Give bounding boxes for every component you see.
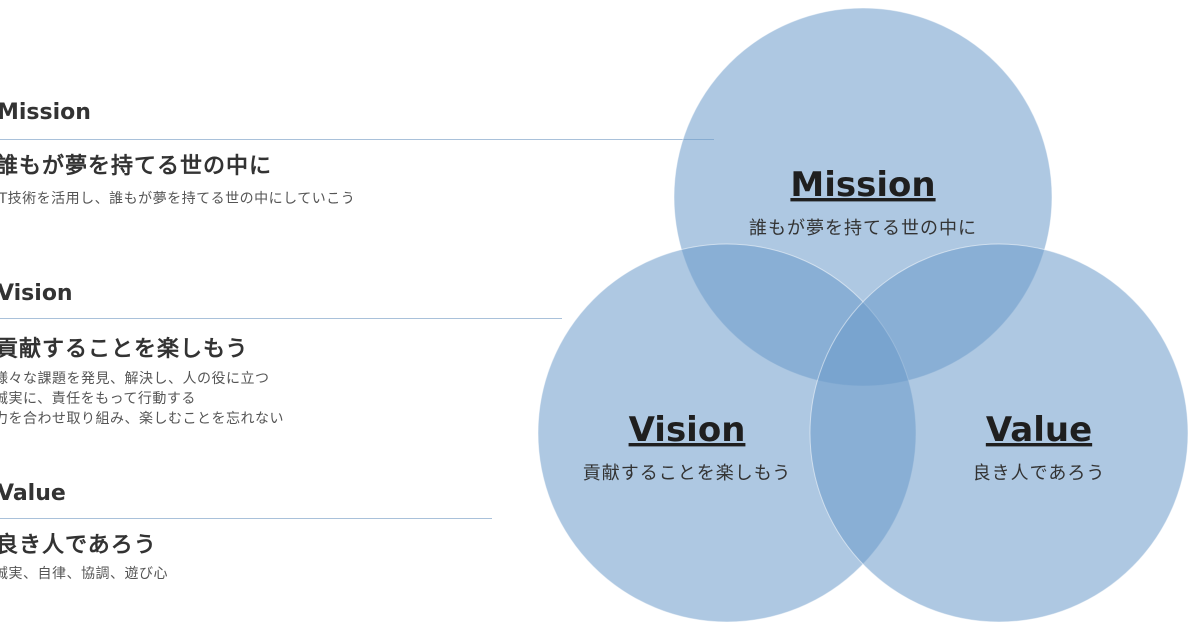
mission-circle-text: 誰もが夢を持てる世の中に	[749, 218, 977, 239]
vision-heading: Vision	[0, 281, 73, 306]
value-description: 誠実、自律、協調、遊び心	[0, 564, 168, 584]
value-circle-label: Value	[986, 410, 1092, 450]
mission-heading: Mission	[0, 100, 91, 125]
value-circle	[809, 243, 1189, 623]
mission-divider	[0, 139, 714, 140]
value-divider	[0, 518, 492, 519]
vision-circle-text: 貢献することを楽しもう	[583, 463, 791, 484]
vision-description: 様々な課題を発見、解決し、人の役に立つ 誠実に、責任をもって行動する 力を合わせ…	[0, 369, 284, 429]
value-circle-text: 良き人であろう	[973, 463, 1106, 484]
vision-divider	[0, 318, 562, 319]
value-heading: Value	[0, 481, 66, 506]
mission-line: IT技術を活用し、誰もが夢を持てる世の中にしていこう	[0, 191, 356, 207]
mission-circle-label: Mission	[790, 165, 935, 205]
mission-description: IT技術を活用し、誰もが夢を持てる世の中にしていこう	[0, 189, 355, 209]
mission-title: 誰もが夢を持てる世の中に	[0, 154, 273, 179]
value-line: 誠実、自律、協調、遊び心	[0, 566, 168, 582]
vision-line: 力を合わせ取り組み、楽しむことを忘れない	[0, 411, 284, 427]
value-title: 良き人であろう	[0, 533, 157, 558]
vision-line: 様々な課題を発見、解決し、人の役に立つ	[0, 371, 270, 387]
vision-line: 誠実に、責任をもって行動する	[0, 391, 196, 407]
vision-title: 貢献することを楽しもう	[0, 337, 249, 362]
vision-circle-label: Vision	[629, 410, 746, 450]
